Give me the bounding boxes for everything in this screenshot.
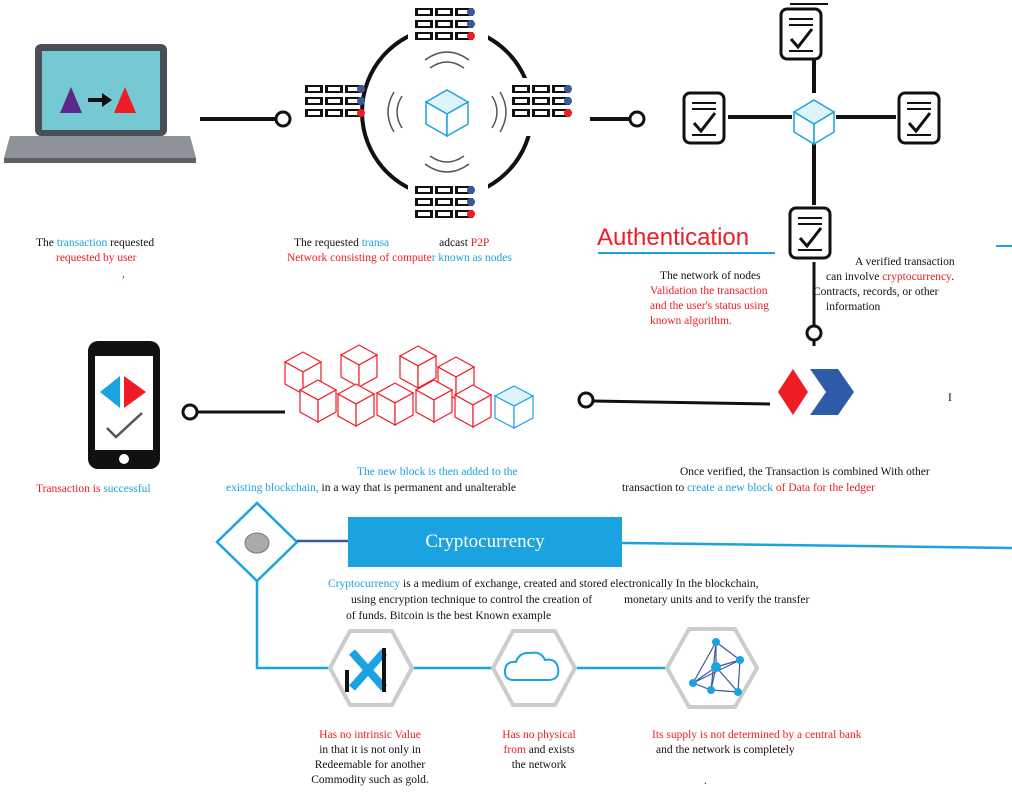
- cryptocurrency-section-graphics: [215, 501, 1012, 670]
- prop3-line2: and the network is completely: [656, 744, 795, 756]
- new-block-icon: [778, 369, 854, 415]
- stray-mark: I: [948, 392, 952, 404]
- cloud-icon: [490, 629, 578, 707]
- step4-line2: can involve cryptocurrency.: [826, 271, 954, 283]
- step4-line1: A verified transaction: [855, 256, 955, 268]
- step2-line2: Network consisting of computer known as …: [287, 252, 512, 264]
- step3-line1: The network of nodes: [660, 270, 761, 282]
- prop2-line3: the network: [511, 759, 567, 771]
- p2p-network-icon: [300, 4, 572, 224]
- connector-chain-block: [592, 399, 771, 406]
- cryptocurrency-banner: Cryptocurrency: [348, 517, 622, 567]
- smartphone-icon: [88, 341, 160, 469]
- step1-mark: ,: [122, 268, 125, 280]
- step5-line2: transaction to create a new block of Dat…: [622, 482, 875, 494]
- step1-line2: requested by user: [56, 252, 137, 264]
- laptop-icon: [4, 44, 196, 163]
- prop3-line3: .: [704, 775, 707, 787]
- crypto-desc-line1: Cryptocurrency is a medium of exchange, …: [328, 578, 759, 590]
- blockchain-cubes-icon: [284, 344, 535, 429]
- step6-line2: existing blockchain, in a way that is pe…: [226, 482, 516, 494]
- prop1-line3: Redeemable for another: [314, 759, 426, 771]
- network-mesh-icon: [664, 627, 760, 709]
- step4-line4: information: [826, 301, 881, 313]
- prop3-line1: Its supply is not determined by a centra…: [652, 729, 862, 741]
- step1-line1: The transaction requested: [36, 237, 155, 249]
- step4-line3: Contracts, records, or other: [813, 286, 939, 298]
- authentication-heading: Authentication: [597, 224, 750, 251]
- crypto-desc-line2: using encryption technique to control th…: [351, 594, 810, 606]
- no-value-icon: [327, 629, 415, 707]
- prop2-line2: from and exists: [503, 744, 575, 756]
- prop1-line2: in that it is not only in: [319, 744, 421, 756]
- prop1-line4: Commodity such as gold.: [311, 774, 429, 786]
- step6-line1: The new block is then added to the: [357, 466, 518, 478]
- step5-line1: Once verified, the Transaction is combin…: [680, 466, 930, 478]
- prop2-line1: Has no physical: [502, 729, 576, 741]
- prop1-line1: Has no intrinsic Value: [319, 729, 421, 741]
- step3-line3: and the user's status using: [650, 300, 769, 312]
- validation-network-icon: [682, 3, 941, 346]
- crypto-desc-line3: of funds. Bitcoin is the best Known exam…: [346, 610, 552, 622]
- step3-line2: Validation the transaction: [650, 285, 768, 297]
- step3-line4: known algorithm.: [650, 315, 732, 327]
- step7-text: Transaction is successful: [36, 483, 151, 495]
